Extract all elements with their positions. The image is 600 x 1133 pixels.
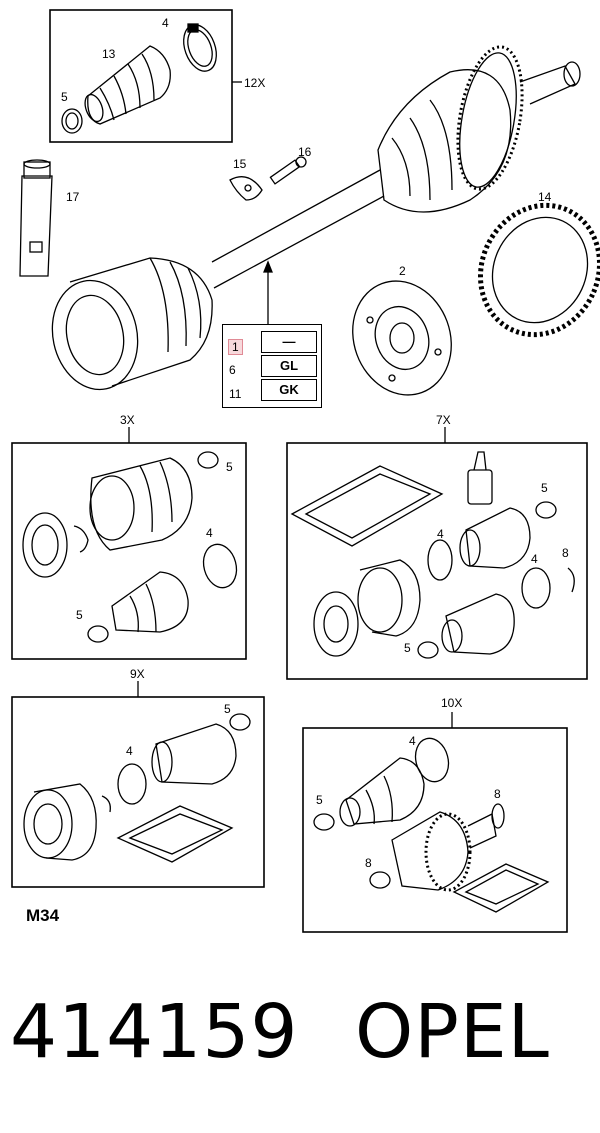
callout-16: 16 — [298, 145, 312, 159]
callout-15: 15 — [233, 157, 247, 171]
kit-7x-callout-5-bottom: 5 — [404, 641, 411, 655]
kit-7x-callout-4-left: 4 — [437, 527, 444, 541]
brand-name: OPEL — [355, 989, 550, 1075]
callout-17: 17 — [66, 190, 80, 204]
diagram-code: M34 — [26, 906, 60, 925]
variant-row-3-code: GK — [261, 379, 317, 401]
kit-12x-frame — [49, 9, 233, 143]
callout-5: 5 — [61, 90, 68, 104]
kit-9x-callout-4: 4 — [126, 744, 133, 758]
kit-7x-frame — [286, 442, 588, 680]
variant-row-2-number: 6 — [229, 363, 236, 377]
kit-3x-callout-4: 4 — [206, 526, 213, 540]
kit-3x-callout-5-bottom: 5 — [76, 608, 83, 622]
kit-7x-parts — [290, 451, 575, 659]
kit-3x-callout-5-top: 5 — [226, 460, 233, 474]
callout-2: 2 — [399, 264, 406, 278]
part-number: 414159 — [10, 989, 299, 1075]
callout-4: 4 — [162, 16, 169, 30]
kit-3x-parts — [22, 451, 238, 643]
clamp-4-part — [183, 23, 217, 72]
kit-10x-callout-8-bottom: 8 — [365, 856, 372, 870]
kit-10x-title: 10X — [441, 696, 463, 710]
variant-table: 1 — 6 GL 11 GK — [222, 324, 322, 408]
variant-row-1-number: 1 — [228, 339, 243, 355]
kit-7x-callout-4-right: 4 — [531, 552, 538, 566]
kit-9x-title: 9X — [130, 667, 145, 681]
callout-13: 13 — [102, 47, 116, 61]
grease-tube-17-part — [19, 159, 53, 277]
callout-14: 14 — [538, 190, 552, 204]
variant-row-2-code: GL — [261, 355, 317, 377]
bracket-15-part — [229, 176, 263, 201]
kit-10x-frame — [302, 727, 568, 933]
kit-7x-title: 7X — [436, 413, 451, 427]
variant-row-1-code: — — [261, 331, 317, 353]
boot-13-part — [84, 45, 171, 125]
inner-joint-2-part — [352, 280, 452, 396]
kit-10x-callout-5: 5 — [316, 793, 323, 807]
kit-10x-parts — [313, 737, 550, 913]
screw-16-part — [269, 156, 307, 185]
kit-9x-parts — [23, 713, 251, 863]
tone-ring-14-part — [477, 202, 600, 338]
callout-12x: 12X — [244, 76, 266, 90]
kit-10x-callout-4: 4 — [409, 734, 416, 748]
kit-7x-callout-5-top: 5 — [541, 481, 548, 495]
kit-10x-callout-8-top: 8 — [494, 787, 501, 801]
kit-7x-callout-8: 8 — [562, 546, 569, 560]
kit-9x-callout-5: 5 — [224, 702, 231, 716]
variant-row-3-number: 11 — [229, 387, 242, 401]
clamp-5-part — [61, 108, 83, 134]
kit-3x-title: 3X — [120, 413, 135, 427]
kit-3x-frame — [11, 442, 247, 660]
